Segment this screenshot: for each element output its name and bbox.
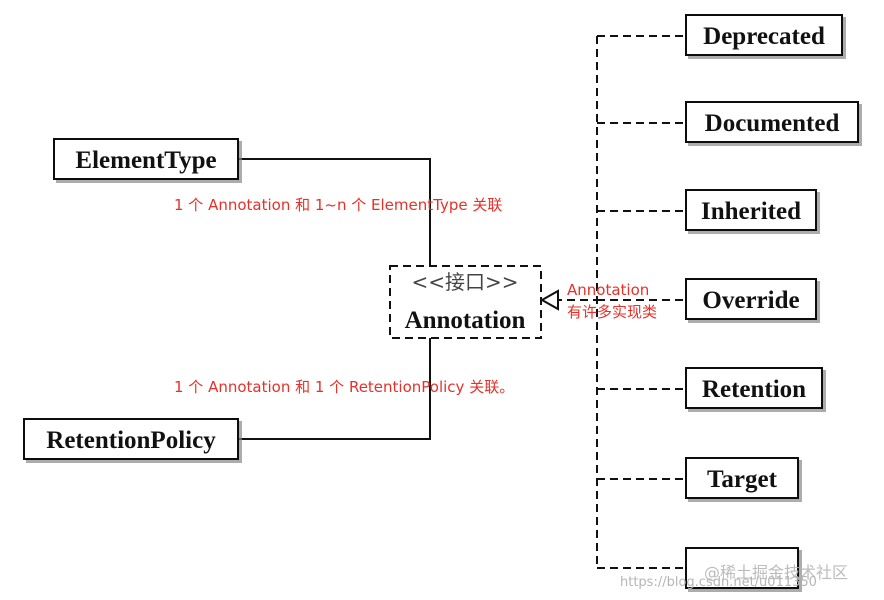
watermark-brand: @稀土掘金技术社区	[704, 563, 848, 582]
impl-box-deprecated: Deprecated	[685, 14, 843, 56]
retention-policy-association-line	[238, 338, 431, 440]
impl-box-inherited: Inherited	[685, 189, 817, 231]
retention-policy-box: RetentionPolicy	[23, 418, 239, 460]
retention-policy-label: RetentionPolicy	[46, 427, 216, 454]
interface-stereotype: <<接口>>	[411, 270, 518, 294]
impl-box-retention: Retention	[685, 367, 823, 409]
interface-name: Annotation	[405, 307, 526, 334]
impl-label: Deprecated	[703, 23, 825, 50]
annotation-interface-box: <<接口>> Annotation	[389, 265, 542, 339]
impl-box-documented: Documented	[685, 101, 859, 143]
impl-label: Retention	[702, 376, 806, 403]
watermark-url: https://blog.csdn.net/u011350	[620, 575, 817, 590]
element-type-box: ElementType	[53, 138, 239, 180]
element-type-note: 1 个 Annotation 和 1~n 个 ElementType 关联	[174, 196, 502, 214]
impl-label: Override	[702, 287, 799, 314]
implementation-branches	[597, 35, 686, 569]
implementations-note-line2: 有许多实现类	[567, 303, 657, 321]
impl-box-target: Target	[685, 457, 799, 499]
impl-label: Inherited	[701, 198, 801, 225]
impl-box-override: Override	[685, 278, 817, 320]
impl-label: Documented	[705, 110, 840, 137]
element-type-association-line	[238, 158, 431, 266]
implementations-note-line1: Annotation	[567, 281, 649, 299]
realization-arrowhead	[539, 289, 559, 311]
impl-label: Target	[707, 466, 778, 493]
element-type-label: ElementType	[75, 147, 216, 174]
retention-note: 1 个 Annotation 和 1 个 RetentionPolicy 关联。	[174, 378, 514, 396]
impl-box-cut-off	[685, 547, 799, 589]
